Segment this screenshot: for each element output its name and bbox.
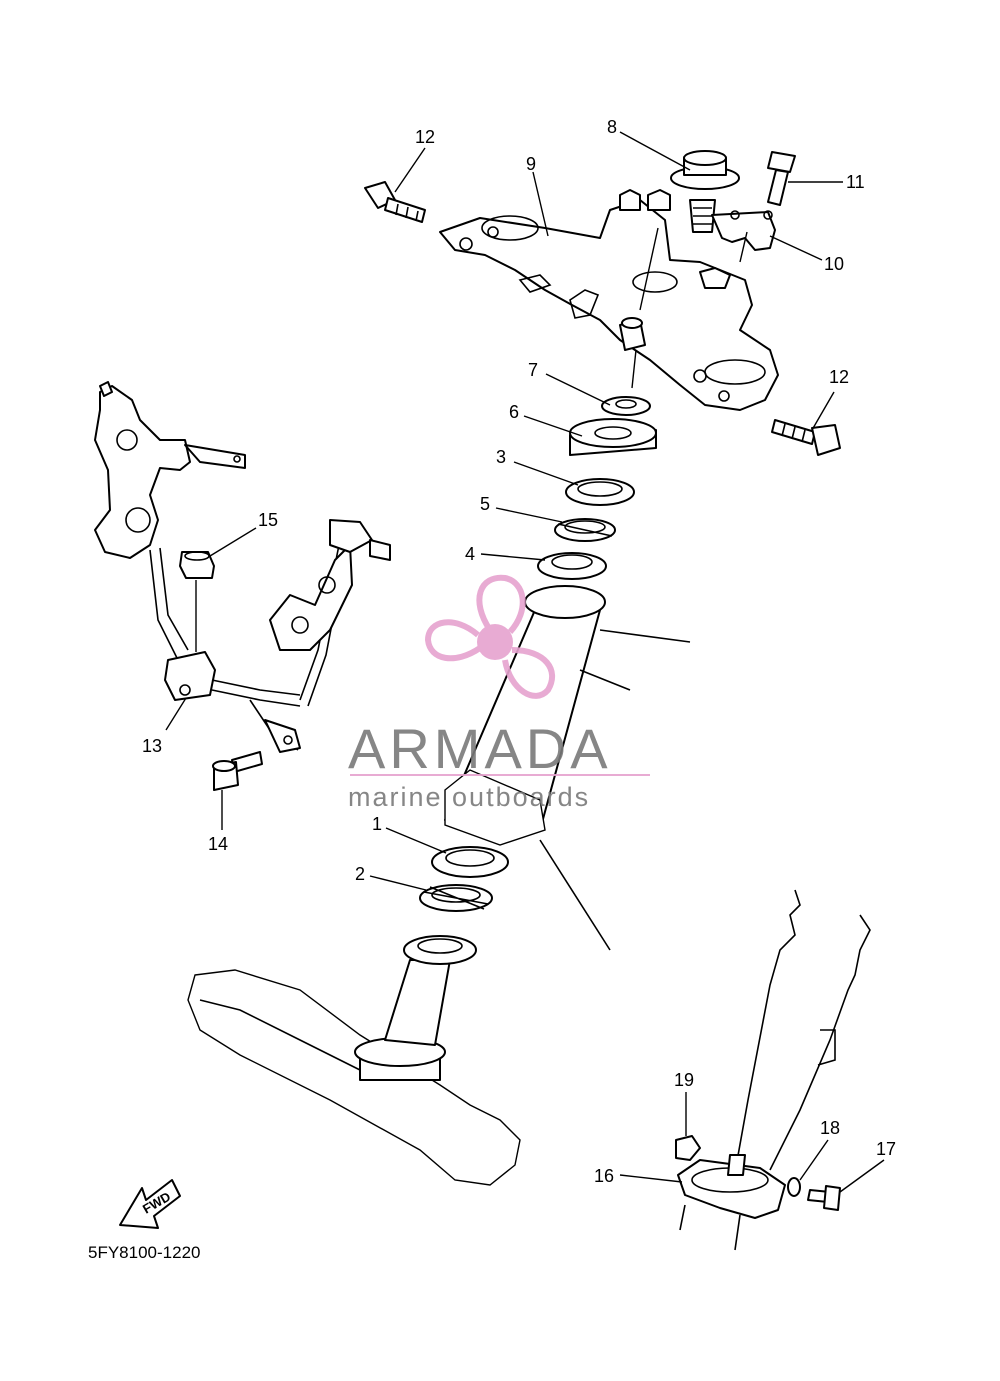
callout-7: 7 (528, 360, 538, 380)
crown-bolt-8 (670, 150, 740, 233)
washer-18 (787, 1177, 801, 1197)
callout-9: 9 (526, 154, 536, 174)
headlight-stay-13 (94, 381, 391, 753)
steering-stem (354, 585, 691, 1081)
bearing-race-1 (431, 846, 509, 878)
grommet-15 (179, 551, 215, 579)
ball-bearing-2 (419, 884, 493, 912)
upper-bracket-9 (439, 189, 779, 411)
callout-19: 19 (674, 1070, 694, 1090)
callout-4: 4 (465, 544, 475, 564)
bearing-race-4 (537, 552, 607, 580)
callout-15: 15 (258, 510, 278, 530)
armada-watermark: ARMADA marine outboards (348, 574, 650, 812)
callout-8: 8 (607, 117, 617, 137)
lock-washer-7 (601, 396, 651, 416)
lower-bracket-outline (187, 969, 521, 1186)
callout-17: 17 (876, 1139, 896, 1159)
callout-12-right: 12 (829, 367, 849, 387)
watermark-subtitle: marine outboards (348, 782, 590, 812)
callout-14: 14 (208, 834, 228, 854)
ball-bearing-5 (554, 518, 616, 542)
handlebar-holder-10 (711, 210, 776, 251)
callout-3: 3 (496, 447, 506, 467)
pinch-bolt-12-top (364, 181, 426, 223)
callout-11: 11 (846, 172, 865, 192)
hose-guide-16 (677, 1154, 786, 1219)
callout-2: 2 (355, 864, 365, 884)
callout-16: 16 (594, 1166, 614, 1186)
callout-1: 1 (372, 814, 382, 834)
dust-seal-3 (565, 478, 635, 506)
nut-19 (675, 1135, 701, 1161)
holder-bolt-11 (767, 151, 796, 206)
fwd-arrow-icon: FWD (119, 1179, 181, 1229)
watermark-title: ARMADA (348, 717, 612, 780)
propeller-logo-icon (424, 574, 556, 699)
callout-labels: 12 9 8 11 10 12 7 6 3 5 4 15 13 14 1 2 1… (142, 117, 896, 1186)
bolt-17 (807, 1185, 841, 1211)
leader-lines (165, 131, 885, 1193)
callout-6: 6 (509, 402, 519, 422)
stay-bolt-14 (212, 751, 263, 791)
callout-10: 10 (824, 254, 844, 274)
pinch-bolt-12-right (771, 419, 841, 456)
callout-13: 13 (142, 736, 162, 756)
callout-12-top: 12 (415, 127, 435, 147)
ring-nut-6 (569, 418, 657, 456)
callout-18: 18 (820, 1118, 840, 1138)
fork-tube-outline (679, 889, 871, 1251)
callout-5: 5 (480, 494, 490, 514)
diagram-code: 5FY8100-1220 (88, 1243, 200, 1262)
